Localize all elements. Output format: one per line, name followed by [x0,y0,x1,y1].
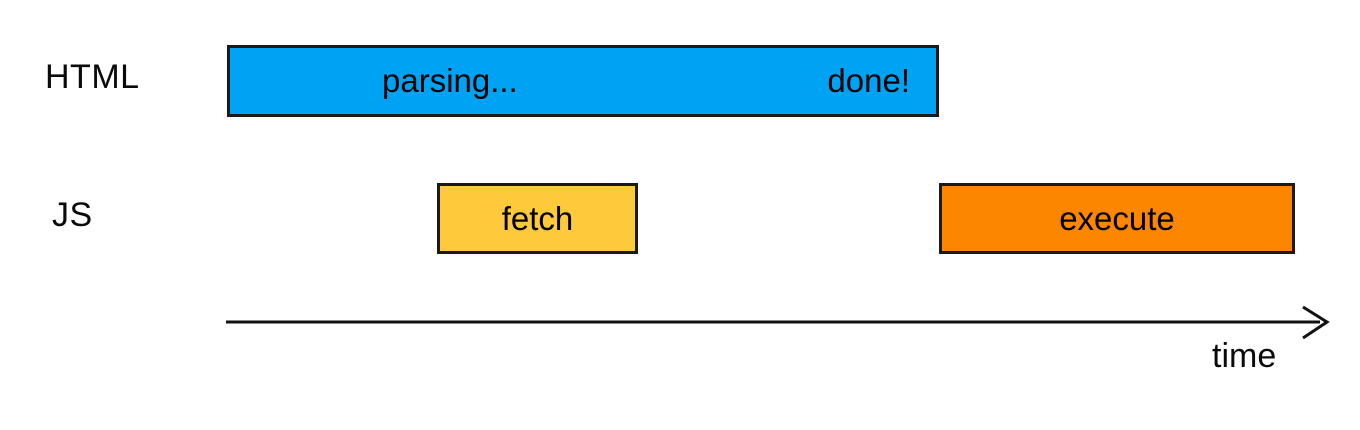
fetch-label: fetch [501,199,574,237]
js-execute-bar: execute [939,183,1295,254]
row-label-html: HTML [45,58,140,96]
js-fetch-bar: fetch [437,183,638,254]
done-label: done! [827,62,910,99]
html-parsing-bar: parsing... done! [227,45,939,117]
execute-label: execute [1059,199,1175,237]
parsing-label: parsing... [382,62,518,99]
time-axis-label: time [1212,337,1277,375]
row-label-js: JS [52,196,93,234]
